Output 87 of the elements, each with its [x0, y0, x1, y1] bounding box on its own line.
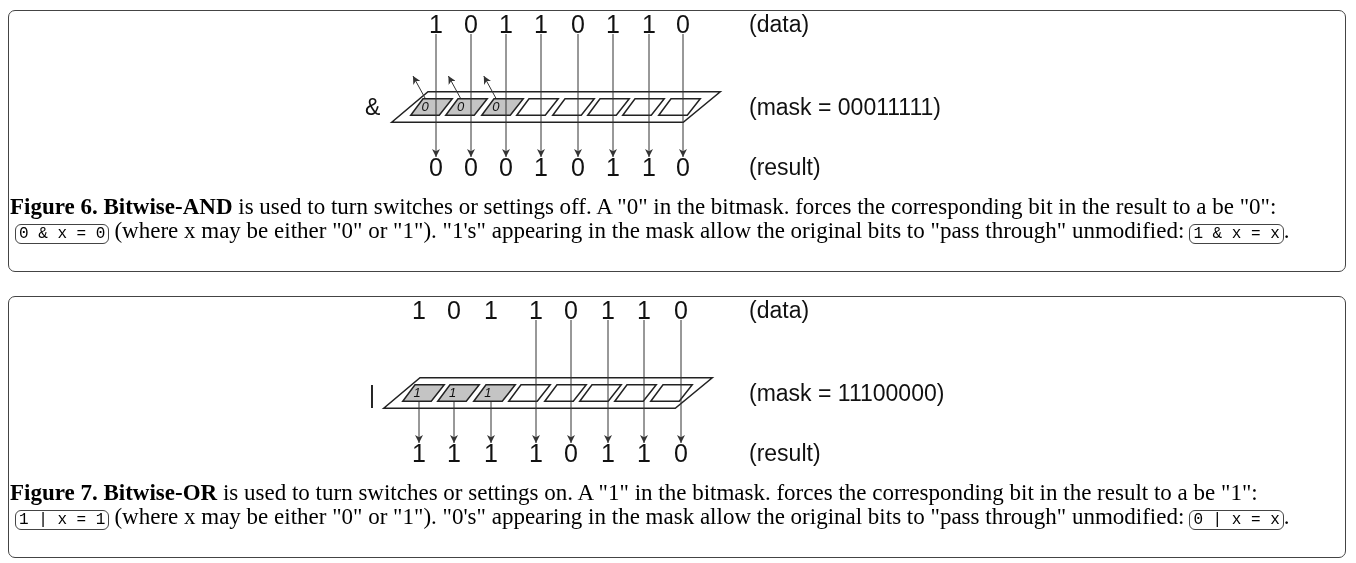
result-bit: 1 [606, 157, 620, 177]
arrow [450, 401, 458, 444]
row-label: (result) [749, 155, 821, 180]
result-bit: 0 [676, 157, 690, 177]
result-bit: 1 [529, 443, 543, 463]
data-bit: 1 [429, 14, 443, 34]
arrow [532, 319, 540, 444]
arrow [645, 33, 653, 158]
data-bit: 1 [534, 14, 548, 34]
row-label: (data) [749, 298, 810, 323]
mask-cell: 1 [437, 384, 481, 402]
result-bit: 1 [484, 443, 498, 463]
mask-cell: 0 [480, 98, 524, 116]
arrow [467, 33, 475, 158]
result-bit: 1 [534, 157, 548, 177]
figure-panel [8, 296, 1346, 558]
caption-text: . [1283, 505, 1290, 529]
arrow [609, 33, 617, 158]
mask-cell: 1 [402, 384, 445, 402]
operator-sign: & [365, 95, 381, 120]
data-bit: 0 [464, 14, 478, 34]
result-bit: 1 [601, 443, 615, 463]
data-bit: 0 [674, 300, 688, 320]
mask-cell: 0 [410, 98, 453, 116]
mask-cell [579, 384, 622, 402]
result-bit: 0 [564, 443, 578, 463]
arrow [567, 319, 575, 444]
arrow [483, 75, 497, 99]
arrow [447, 75, 461, 99]
arrow [677, 319, 685, 444]
caption-text: Figure 6. Bitwise-AND is used to turn switches or settings off. A "0" in the bitmask. forces the corresponding bit in the result to a be "0": [10, 195, 1277, 219]
data-bit: 1 [484, 300, 498, 320]
code-chip: 1 | x = 1 [15, 510, 110, 530]
mask-cell: 1 [472, 384, 516, 402]
arrow [679, 33, 687, 158]
figure-panel [8, 10, 1346, 272]
data-bit: 1 [642, 14, 656, 34]
data-bit: 0 [447, 300, 461, 320]
arrow [502, 33, 510, 158]
result-bit: 0 [464, 157, 478, 177]
row-label: (mask = 11100000) [749, 381, 945, 406]
mask-cell [551, 98, 595, 116]
arrow [537, 33, 545, 158]
data-bit: 1 [499, 14, 513, 34]
mask-cell: 0 [445, 98, 489, 116]
mask-cell [649, 384, 693, 402]
caption-text: . [1283, 219, 1290, 243]
result-bit: 1 [447, 443, 461, 463]
data-bit: 1 [529, 300, 543, 320]
caption-text: (where x may be either "0" or "1"). "1's" appearing in the mask allow the original bits to "pass through" unmodified: [114, 219, 1185, 243]
arrow [415, 401, 423, 444]
arrow [487, 401, 495, 444]
operator-sign: | [369, 383, 375, 408]
arrow [604, 319, 612, 444]
mask-cell [622, 98, 666, 116]
arrow [640, 319, 648, 444]
mask-cell [614, 384, 658, 402]
mask-cell [543, 384, 587, 402]
row-label: (mask = 00011111) [749, 95, 941, 120]
code-chip: 0 & x = 0 [15, 224, 110, 244]
arrow [432, 33, 440, 158]
code-chip: 1 & x = x [1189, 224, 1284, 244]
data-bit: 0 [571, 14, 585, 34]
mask-cell [587, 98, 630, 116]
result-bit: 0 [499, 157, 513, 177]
code-chip: 0 | x = x [1189, 510, 1284, 530]
result-bit: 0 [429, 157, 443, 177]
data-bit: 1 [606, 14, 620, 34]
mask-cell [657, 98, 701, 116]
data-bit: 0 [564, 300, 578, 320]
data-bit: 0 [676, 14, 690, 34]
result-bit: 1 [637, 443, 651, 463]
data-bit: 1 [412, 300, 426, 320]
result-bit: 1 [642, 157, 656, 177]
data-bit: 1 [637, 300, 651, 320]
mask-cell [516, 98, 560, 116]
result-bit: 0 [674, 443, 688, 463]
arrow [574, 33, 582, 158]
row-label: (result) [749, 441, 821, 466]
row-label: (data) [749, 12, 810, 37]
caption-text: Figure 7. Bitwise-OR is used to turn switches or settings on. A "1" in the bitmask. forces the corresponding bit in the result to a be "1": [10, 481, 1258, 505]
mask-cell [508, 384, 552, 402]
arrow [412, 75, 426, 99]
caption-text: (where x may be either "0" or "1"). "0's" appearing in the mask allow the original bits to "pass through" unmodified: [114, 505, 1185, 529]
result-bit: 0 [571, 157, 585, 177]
data-bit: 1 [601, 300, 615, 320]
result-bit: 1 [412, 443, 426, 463]
